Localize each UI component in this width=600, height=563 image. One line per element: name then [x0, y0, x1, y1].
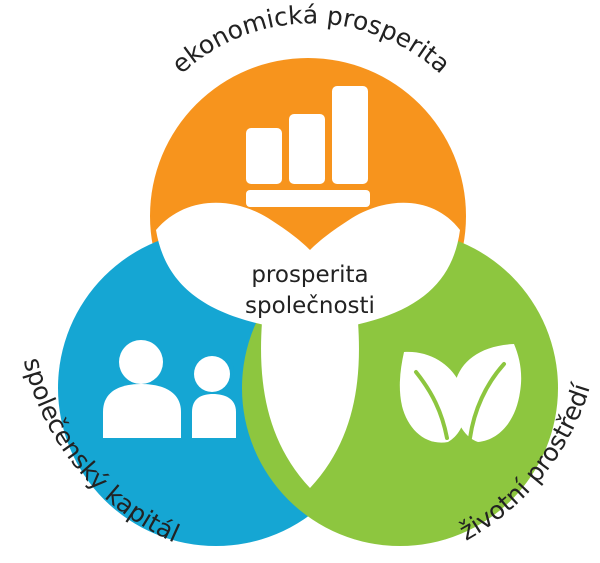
center-label-line2: společnosti [245, 293, 375, 319]
people-icon [103, 340, 240, 442]
leaf-right-vein [468, 362, 506, 440]
bar-chart-icon [246, 86, 370, 207]
person-small-head [194, 356, 230, 392]
overlap-region [156, 202, 460, 488]
chart-baseline [246, 190, 370, 207]
person-small-body [192, 394, 236, 438]
leaf-left-vein [414, 370, 449, 440]
leaf-right [453, 344, 522, 442]
overlap-bottom [261, 322, 359, 488]
overlap-top [156, 202, 460, 332]
bar-2 [289, 114, 325, 184]
person-large-head [119, 340, 163, 384]
center-label-line1: prosperita [251, 262, 368, 288]
bar-1 [246, 128, 282, 184]
leaves-icon [399, 344, 522, 443]
bar-3 [332, 86, 368, 184]
person-large-body [103, 384, 181, 438]
